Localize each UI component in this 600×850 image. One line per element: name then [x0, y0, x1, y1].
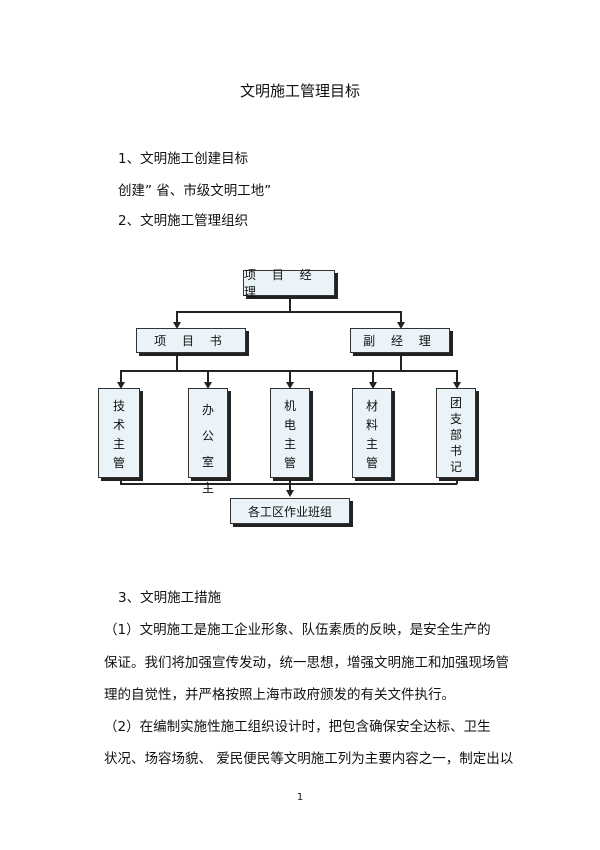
connector — [176, 353, 178, 371]
org-box-technical-lead: 技 术 主 管 — [98, 388, 140, 478]
connector — [176, 311, 178, 324]
org-box-materials-lead: 材 料 主 管 — [352, 388, 392, 478]
org-box-project-secretary: 项 目 书 — [136, 328, 246, 353]
org-char: 电 — [283, 418, 296, 432]
paragraph-line: （2）在编制实施性施工组织设计时，把包含确保安全达标、卫生 — [104, 719, 491, 735]
org-char: 管 — [365, 456, 378, 470]
paragraph-line: 保证。我们将加强宣传发动，统一思想，增强文明施工和加强现场管 — [104, 655, 509, 671]
arrow-icon — [286, 382, 294, 389]
org-char: 办 — [201, 403, 214, 417]
org-char: 术 — [112, 418, 125, 432]
connector — [400, 311, 402, 324]
arrow-icon — [286, 490, 294, 497]
org-char: 机 — [283, 399, 296, 413]
connector — [176, 311, 401, 313]
org-char: 管 — [112, 456, 125, 470]
arrow-icon — [397, 322, 405, 329]
org-char: 团 — [449, 396, 462, 410]
org-box-project-manager: 项 目 经 理 — [243, 268, 335, 299]
page-title: 文明施工管理目标 — [239, 82, 360, 100]
arrow-icon — [369, 382, 377, 389]
arrow-icon — [204, 382, 212, 389]
connector — [372, 370, 374, 384]
connector — [456, 478, 458, 484]
org-char: 材 — [365, 399, 378, 413]
org-char: 技 — [112, 399, 125, 413]
org-box-office-lead: 办 公 室 主 — [188, 388, 228, 495]
org-char: 公 — [201, 429, 214, 443]
org-char: 支 — [449, 412, 462, 426]
connector — [120, 483, 457, 485]
org-box-youth-league-secretary: 团 支 部 书 记 — [436, 388, 476, 478]
section3-heading: 3、文明施工措施 — [118, 590, 222, 606]
org-char: 管 — [283, 456, 296, 470]
org-char: 主 — [365, 437, 378, 451]
org-char: 主 — [201, 481, 214, 495]
org-char: 部 — [449, 428, 462, 442]
connector — [289, 296, 291, 312]
org-char: 室 — [201, 455, 214, 469]
connector — [207, 370, 209, 384]
org-char: 记 — [449, 460, 462, 474]
org-char: 主 — [283, 437, 296, 451]
org-box-deputy-manager: 副 经 理 — [350, 328, 450, 353]
arrow-icon — [117, 382, 125, 389]
connector — [400, 353, 402, 371]
connector — [120, 478, 122, 484]
paragraph-line: 理的自觉性，并严格按照上海市政府颁发的有关文件执行。 — [104, 687, 455, 703]
page-number: 1 — [296, 792, 304, 803]
connector — [289, 370, 291, 384]
section2-heading: 2、文明施工管理组织 — [118, 213, 249, 229]
org-char: 主 — [112, 437, 125, 451]
org-box-mechanical-lead: 机 电 主 管 — [270, 388, 310, 478]
arrow-icon — [453, 382, 461, 389]
org-box-work-teams: 各工区作业班组 — [230, 498, 350, 524]
arrow-icon — [173, 322, 181, 329]
connector — [120, 370, 457, 372]
section1-content: 创建” 省、市级文明工地” — [118, 183, 272, 199]
connector — [120, 370, 122, 384]
connector — [456, 370, 458, 384]
paragraph-line: （1）文明施工是施工企业形象、队伍素质的反映，是安全生产的 — [104, 622, 491, 638]
paragraph-line: 状况、场容场貌、 爱民便民等文明施工列为主要内容之一，制定出以 — [104, 751, 514, 767]
connector — [289, 478, 291, 492]
org-char: 料 — [365, 418, 378, 432]
org-char: 书 — [449, 444, 462, 458]
section1-heading: 1、文明施工创建目标 — [118, 151, 249, 167]
